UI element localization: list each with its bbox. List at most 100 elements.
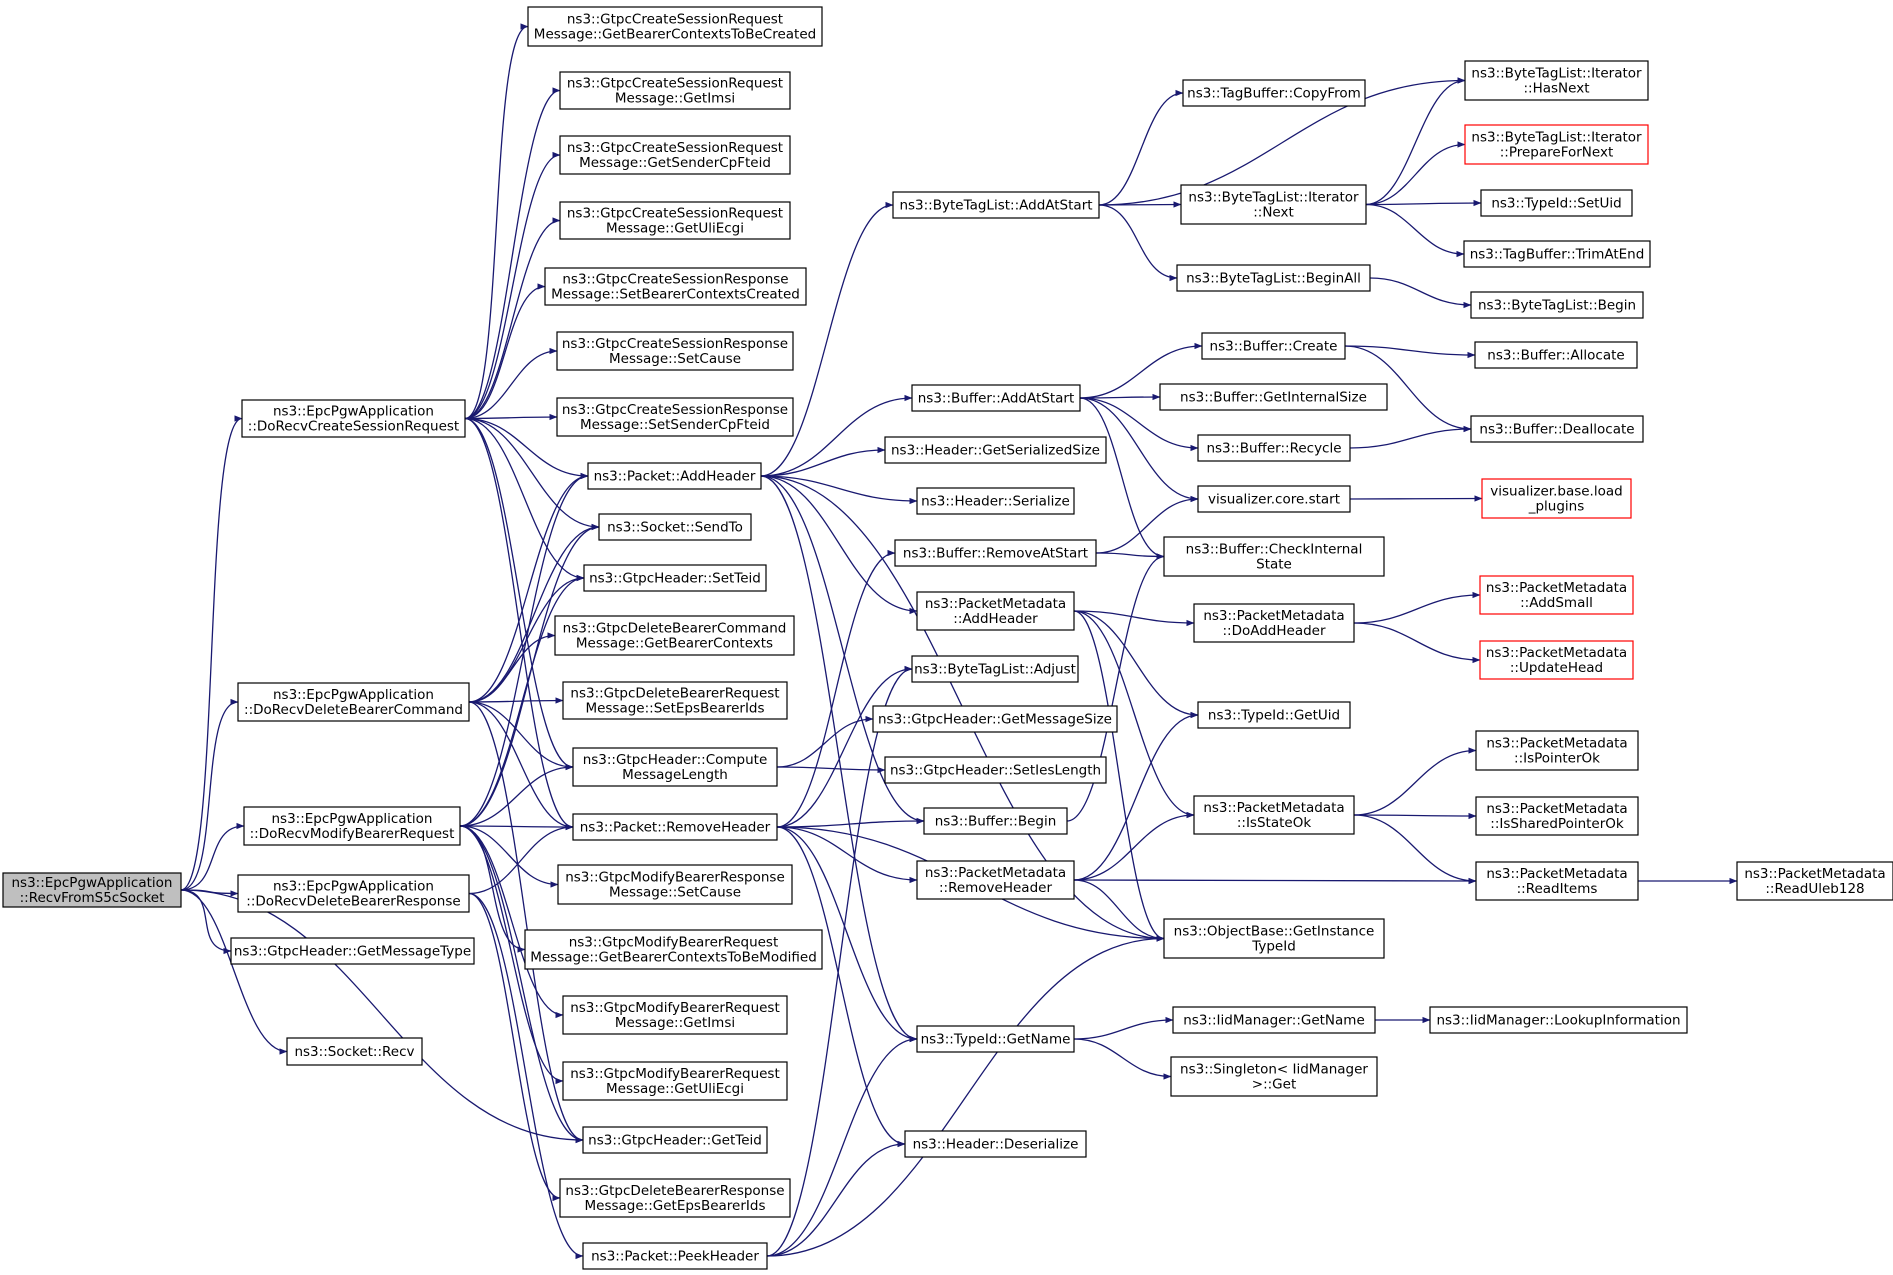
edge-n4-n27 [468,892,584,1260]
node-ns3-singleton-iidmanager-get[interactable]: ns3::Singleton< IidManager>::Get [1170,1056,1378,1097]
node-ns3-gtpcdeletebearercommandmessage-getbearercontexts[interactable]: ns3::GtpcDeleteBearerCommandMessage::Get… [554,615,795,656]
node-ns3-bytetaglist-beginall[interactable]: ns3::ByteTagList::BeginAll [1176,264,1371,292]
node-ns3-gtpcheader-getteid[interactable]: ns3::GtpcHeader::GetTeid [582,1126,768,1154]
node-ns3-gtpccreatesessionresponsemessage-setsendercpfteid[interactable]: ns3::GtpcCreateSessionResponseMessage::S… [556,397,794,437]
node-ns3-packetmetadata-addheader[interactable]: ns3::PacketMetadata::AddHeader [916,591,1075,631]
edge-arrow [776,826,906,1148]
node-label-line: ns3::EpcPgwApplication [273,879,434,895]
node-ns3-typeid-getname[interactable]: ns3::TypeId::GetName [916,1025,1075,1053]
node-ns3-tagbuffer-copyfrom[interactable]: ns3::TagBuffer::CopyFrom [1182,79,1366,107]
node-ns3-iidmanager-lookupinformation[interactable]: ns3::IidManager::LookupInformation [1429,1006,1688,1034]
node-ns3-packetmetadata-doaddheader[interactable]: ns3::PacketMetadata::DoAddHeader [1193,603,1355,643]
node-ns3-gtpcheader-getmessagesize[interactable]: ns3::GtpcHeader::GetMessageSize [872,705,1118,733]
node-ns3-gtpcmodifybearerrequestmessage-getimsi[interactable]: ns3::GtpcModifyBearerRequestMessage::Get… [562,995,788,1035]
node-ns3-buffer-deallocate[interactable]: ns3::Buffer::Deallocate [1470,415,1644,443]
node-ns3-gtpcmodifybearerrequestmessage-getuliecgi[interactable]: ns3::GtpcModifyBearerRequestMessage::Get… [562,1061,788,1101]
node-label-line: ns3::Singleton< IidManager [1180,1062,1368,1078]
node-ns3-gtpccreatesessionrequestmessage-getimsi[interactable]: ns3::GtpcCreateSessionRequestMessage::Ge… [559,71,791,110]
node-ns3-iidmanager-getname[interactable]: ns3::IidManager::GetName [1172,1006,1376,1034]
edge-arrow [180,889,288,1055]
node-ns3-gtpccreatesessionresponsemessage-setbearercontextscreated[interactable]: ns3::GtpcCreateSessionResponseMessage::S… [544,267,807,306]
node-ns3-header-getserializedsize[interactable]: ns3::Header::GetSerializedSize [884,436,1107,464]
node-ns3-header-serialize[interactable]: ns3::Header::Serialize [916,487,1075,515]
node-ns3-typeid-setuid[interactable]: ns3::TypeId::SetUid [1480,189,1633,217]
node-ns3-gtpcheader-getmessagetype[interactable]: ns3::GtpcHeader::GetMessageType [230,937,475,965]
node-ns3-gtpcdeletebearerrequestmessage-setepsbearerids[interactable]: ns3::GtpcDeleteBearerRequestMessage::Set… [562,681,788,720]
edge-arrow [776,817,925,828]
node-ns3-buffer-begin[interactable]: ns3::Buffer::Begin [923,807,1068,835]
node-ns3-packet-addheader[interactable]: ns3::Packet::AddHeader [587,462,762,490]
node-ns3-socket-sendto[interactable]: ns3::Socket::SendTo [598,513,752,541]
node-visualizer-core-start[interactable]: visualizer.core.start [1197,485,1351,513]
node-box [916,1025,1075,1053]
node-box [1201,332,1346,360]
node-ns3-packetmetadata-isstateok[interactable]: ns3::PacketMetadata::IsStateOk [1193,795,1355,835]
node-ns3-socket-recv[interactable]: ns3::Socket::Recv [286,1037,423,1066]
node-label-line: ns3::TypeId::SetUid [1491,196,1621,212]
node-ns3-buffer-removeatstart[interactable]: ns3::Buffer::RemoveAtStart [894,539,1097,567]
edge-n1-n14 [464,417,589,480]
node-visualizer-base-load-plugins[interactable]: visualizer.base.load_plugins [1481,478,1632,519]
node-ns3-gtpcmodifybearerresponsemessage-setcause[interactable]: ns3::GtpcModifyBearerResponseMessage::Se… [557,864,793,905]
node-ns3-buffer-allocate[interactable]: ns3::Buffer::Allocate [1474,341,1638,369]
node-box [1163,918,1385,959]
node-label-line: visualizer.core.start [1208,492,1340,508]
node-ns3-bytetaglist-iterator-next[interactable]: ns3::ByteTagList::Iterator::Next [1180,184,1367,225]
node-ns3-epcpgwapplication-dorecvdeletebearerresponse[interactable]: ns3::EpcPgwApplication::DoRecvDeleteBear… [237,874,470,913]
edge-n37-n48 [1066,553,1165,822]
edge-arrow [464,417,600,531]
edge-n28-n43 [1098,204,1178,282]
node-box [1474,341,1638,369]
node-ns3-buffer-addatstart[interactable]: ns3::Buffer::AddAtStart [911,384,1081,412]
edge-arrow [1353,622,1481,664]
node-ns3-packetmetadata-readitems[interactable]: ns3::PacketMetadata::ReadItems [1475,861,1639,901]
node-ns3-gtpccreatesessionrequestmessage-getuliecgi[interactable]: ns3::GtpcCreateSessionRequestMessage::Ge… [559,201,791,240]
node-ns3-epcpgwapplication-dorecvmodifybearerrequest[interactable]: ns3::EpcPgwApplication::DoRecvModifyBear… [243,806,461,846]
node-ns3-buffer-create[interactable]: ns3::Buffer::Create [1201,332,1346,360]
node-ns3-epcpgwapplication-recvfroms5csocket[interactable]: ns3::EpcPgwApplication::RecvFromS5cSocke… [2,872,182,908]
node-ns3-gtpcmodifybearerrequestmessage-getbearercontextstobemodified[interactable]: ns3::GtpcModifyBearerRequestMessage::Get… [524,929,823,970]
edge-arrow [1073,811,1195,881]
node-label-line: ns3::GtpcCreateSessionResponse [562,272,788,288]
node-ns3-packetmetadata-ispointerok[interactable]: ns3::PacketMetadata::IsPointerOk [1475,730,1639,771]
edge-n42-n56 [1365,141,1466,206]
node-ns3-epcpgwapplication-dorecvcreatesessionrequest[interactable]: ns3::EpcPgwApplication::DoRecvCreateSess… [241,399,466,438]
node-ns3-packetmetadata-readuleb128[interactable]: ns3::PacketMetadata::ReadUleb128 [1736,861,1893,901]
node-ns3-packet-peekheader[interactable]: ns3::Packet::PeekHeader [582,1242,768,1270]
edge-arrow [1353,812,1477,820]
node-ns3-packet-removeheader[interactable]: ns3::Packet::RemoveHeader [572,813,778,841]
node-ns3-gtpcheader-setteid[interactable]: ns3::GtpcHeader::SetTeid [583,564,767,592]
edge-n1-n10 [464,217,561,420]
node-ns3-header-deserialize[interactable]: ns3::Header::Deserialize [904,1130,1087,1158]
edge-arrow [464,417,585,582]
node-ns3-buffer-recycle[interactable]: ns3::Buffer::Recycle [1197,434,1351,462]
node-ns3-bytetaglist-adjust[interactable]: ns3::ByteTagList::Adjust [911,655,1079,683]
edge-n29-n46 [1079,397,1199,452]
edge-n44-n60 [1344,345,1476,359]
node-ns3-bytetaglist-iterator-hasnext[interactable]: ns3::ByteTagList::Iterator::HasNext [1464,60,1649,101]
node-ns3-bytetaglist-begin[interactable]: ns3::ByteTagList::Begin [1470,291,1644,319]
edge-arrow [760,446,886,477]
node-ns3-buffer-getinternalsize[interactable]: ns3::Buffer::GetInternalSize [1159,383,1388,411]
node-ns3-epcpgwapplication-dorecvdeletebearercommand[interactable]: ns3::EpcPgwApplication::DoRecvDeleteBear… [237,682,470,722]
node-ns3-gtpccreatesessionrequestmessage-getbearercontextstobecreated[interactable]: ns3::GtpcCreateSessionRequestMessage::Ge… [527,6,823,47]
node-ns3-bytetaglist-addatstart[interactable]: ns3::ByteTagList::AddAtStart [892,191,1100,219]
node-ns3-tagbuffer-trimatend[interactable]: ns3::TagBuffer::TrimAtEnd [1463,240,1651,268]
node-box [286,1037,423,1066]
node-box [1197,485,1351,513]
node-ns3-packetmetadata-removeheader[interactable]: ns3::PacketMetadata::RemoveHeader [916,860,1075,900]
node-ns3-packetmetadata-updatehead[interactable]: ns3::PacketMetadata::UpdateHead [1479,640,1634,680]
node-ns3-gtpcheader-setieslength[interactable]: ns3::GtpcHeader::SetIesLength [884,756,1107,784]
node-ns3-packetmetadata-issharedpointerok[interactable]: ns3::PacketMetadata::IsSharedPointerOk [1475,796,1639,836]
node-ns3-typeid-getuid[interactable]: ns3::TypeId::GetUid [1197,701,1351,729]
node-ns3-packetmetadata-addsmall[interactable]: ns3::PacketMetadata::AddSmall [1479,575,1634,615]
edge-n3-n16 [459,574,585,827]
node-ns3-bytetaglist-iterator-preparefornext[interactable]: ns3::ByteTagList::Iterator::PrepareForNe… [1464,124,1649,165]
node-ns3-gtpcdeletebearerresponsemessage-getepsbearerids[interactable]: ns3::GtpcDeleteBearerResponseMessage::Ge… [559,1178,791,1218]
node-ns3-gtpccreatesessionresponsemessage-setcause[interactable]: ns3::GtpcCreateSessionResponseMessage::S… [556,331,794,371]
node-ns3-gtpccreatesessionrequestmessage-getsendercpfteid[interactable]: ns3::GtpcCreateSessionRequestMessage::Ge… [559,135,791,175]
edge-n0-n25 [180,889,584,1144]
